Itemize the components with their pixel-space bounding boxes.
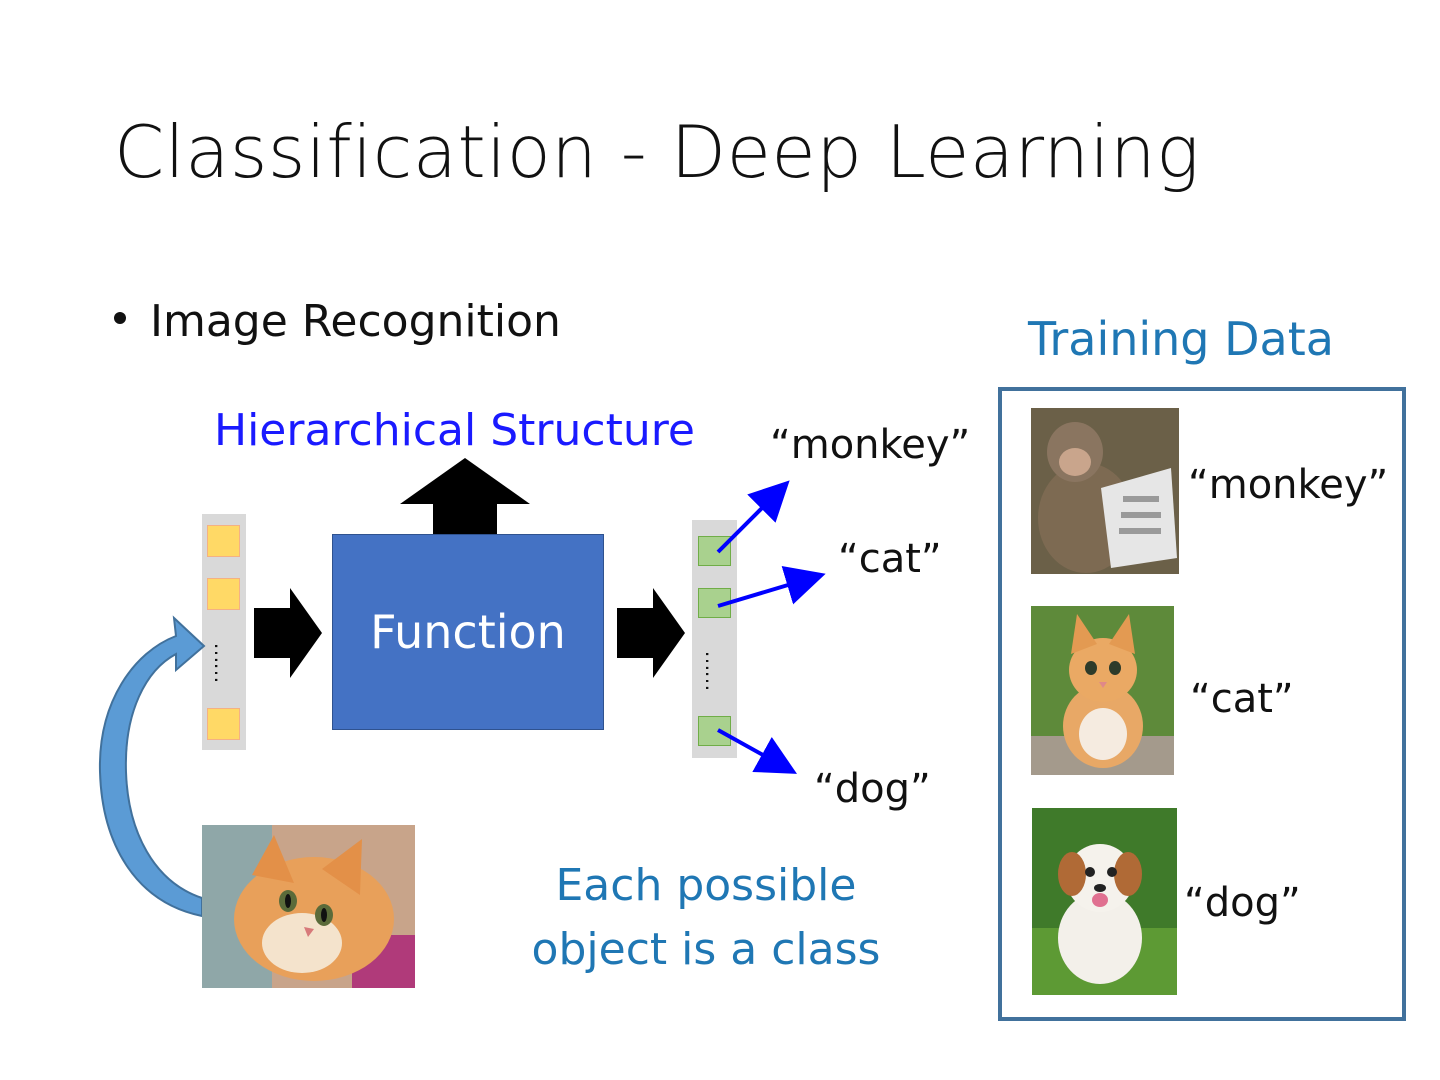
kitten-photo-icon: [1031, 606, 1174, 775]
training-label-cat: “cat”: [1190, 676, 1294, 722]
output-cell: [698, 536, 731, 566]
right-arrow-icon: [617, 588, 685, 678]
training-label-dog: “dog”: [1184, 880, 1301, 926]
output-label-dog: “dog”: [814, 766, 931, 812]
arrow-to-dog: [717, 728, 797, 774]
training-monkey-image: [1031, 408, 1179, 574]
output-cell: [698, 716, 731, 746]
slide-title: Classification - Deep Learning: [114, 110, 1200, 194]
training-label-monkey: “monkey”: [1188, 462, 1389, 508]
input-vector-dots: ……: [210, 642, 235, 682]
bullet-dot: [114, 312, 126, 324]
training-kitten-image: [1031, 606, 1174, 775]
each-class-note: Each possible object is a class: [506, 854, 906, 982]
right-arrow-icon: [254, 588, 322, 678]
each-class-line2: object is a class: [531, 924, 881, 975]
bullet-item: Image Recognition: [114, 296, 561, 347]
hierarchical-structure-label: Hierarchical Structure: [214, 405, 695, 456]
training-data-box: [998, 387, 1406, 1021]
up-arrow-icon: [400, 458, 530, 550]
monkey-photo-icon: [1031, 408, 1179, 574]
cat-photo-icon: [202, 825, 415, 988]
training-data-title: Training Data: [1028, 312, 1334, 366]
input-cell: [207, 578, 240, 610]
output-label-cat: “cat”: [838, 536, 942, 582]
arrow-to-cat: [717, 566, 826, 608]
output-arrows: [716, 480, 826, 774]
each-class-line1: Each possible: [555, 860, 857, 911]
training-puppy-image: [1032, 808, 1177, 995]
output-vector-dots: ……: [701, 650, 726, 690]
input-cat-image: [202, 825, 415, 988]
bullet-text: Image Recognition: [150, 296, 561, 347]
function-box: Function: [332, 534, 604, 730]
output-label-monkey: “monkey”: [770, 422, 971, 468]
input-cell: [207, 525, 240, 557]
input-cell: [207, 708, 240, 740]
curved-arrow-icon: [98, 615, 206, 918]
arrow-to-monkey: [716, 480, 790, 554]
puppy-photo-icon: [1032, 808, 1177, 995]
